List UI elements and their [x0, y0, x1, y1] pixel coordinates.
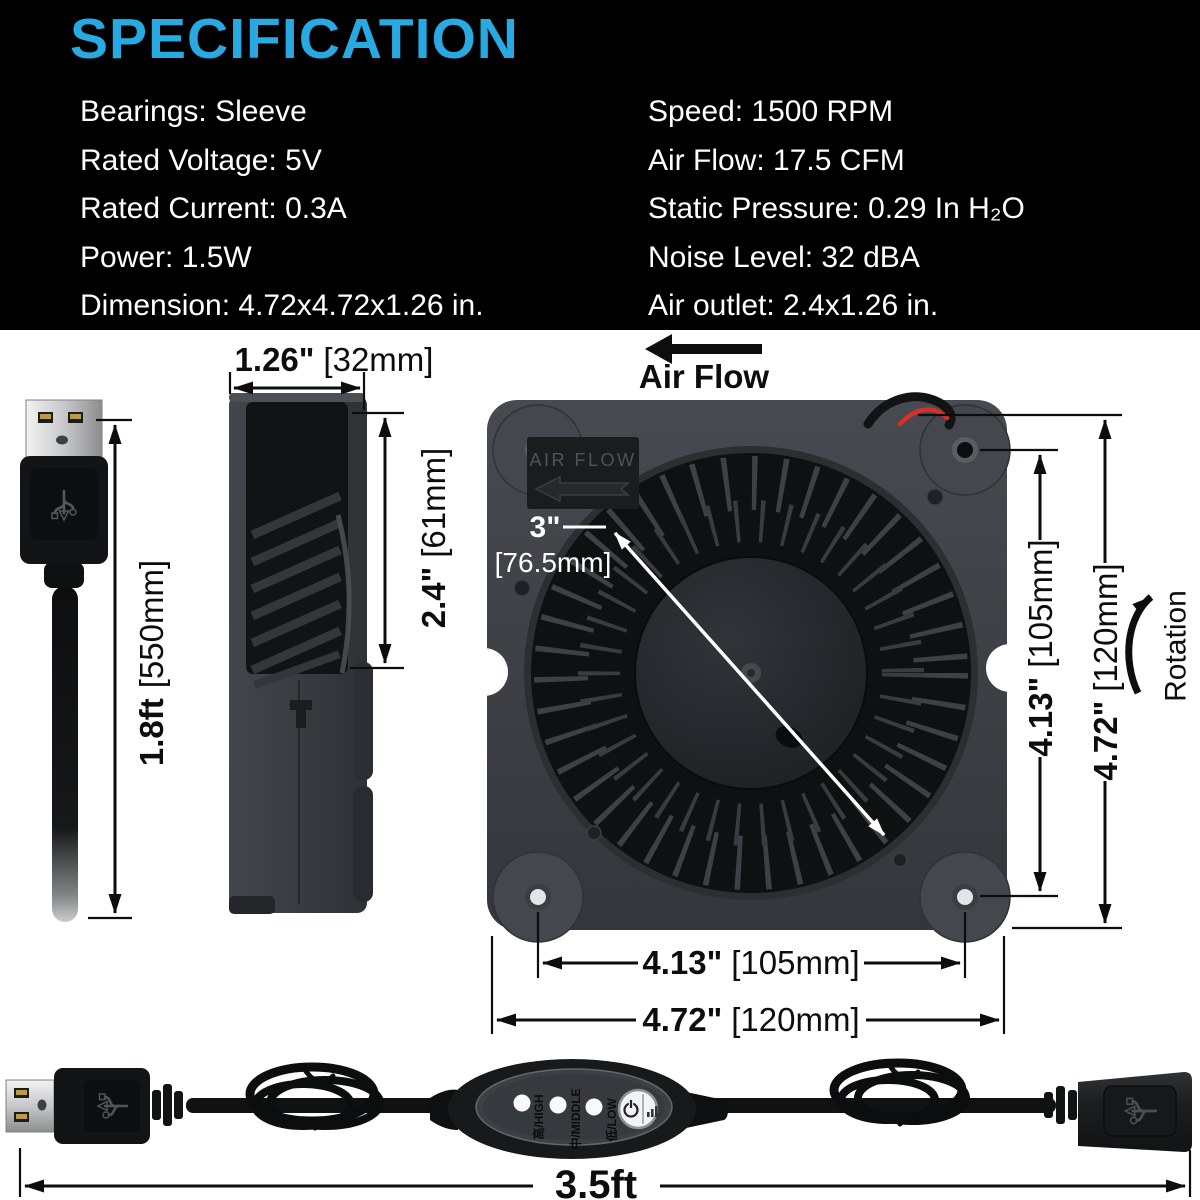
- spec-air-flow: Air Flow: 17.5 CFM: [648, 143, 905, 177]
- spec-columns: Bearings: Sleeve Rated Voltage: 5V Rated…: [80, 88, 1200, 331]
- holes-vertical-label: 4.13"[105mm]: [1022, 539, 1059, 756]
- total-length-label: 3.5ft: [555, 1163, 637, 1200]
- usb-plug-left: [5, 1068, 183, 1144]
- dimension-cable-length: 1.8ft[550mm]: [88, 418, 170, 920]
- speed-controller: 高/HIGH 中/MIDDLE 低/LOW: [430, 1059, 728, 1159]
- power-icon: [623, 1099, 639, 1118]
- dimension-holes-horizontal: 4.13"[105mm]: [536, 912, 967, 981]
- spec-bearings: Bearings: Sleeve: [80, 95, 307, 128]
- holes-horizontal-label: 4.13"[105mm]: [642, 944, 859, 981]
- spec-list-left: Bearings: Sleeve Rated Voltage: 5V Rated…: [80, 88, 648, 331]
- usb-socket-right: [1044, 1072, 1192, 1152]
- power-button[interactable]: [617, 1088, 659, 1130]
- dimension-outlet-height: 2.4"[61mm]: [350, 411, 452, 670]
- led-low: [585, 1098, 603, 1116]
- air-flow-direction: Air Flow: [639, 334, 769, 395]
- fan-front-view: AIR FLOW: [460, 392, 1034, 943]
- spec-static-pressure: Static Pressure: 0.29 In H₂O: [648, 192, 1025, 225]
- led-middle: [549, 1096, 567, 1114]
- usb-cable-vertical: [52, 586, 78, 922]
- banner-title: SPECIFICATION: [70, 7, 519, 71]
- dimension-side-width: 1.26"[32mm]: [228, 341, 434, 410]
- usb-plug-top: [20, 399, 108, 922]
- rotation-indicator: Rotation: [1125, 590, 1193, 702]
- fan-side-view: [229, 393, 373, 914]
- speed-bars-icon: [647, 1106, 658, 1117]
- cable-assembly: 高/HIGH 中/MIDDLE 低/LOW: [5, 1058, 1192, 1200]
- rotation-label: Rotation: [1160, 590, 1193, 702]
- impeller-blades: [534, 456, 968, 890]
- air-flow-plate-label: AIR FLOW: [529, 450, 636, 470]
- dimension-frame-vertical: 4.72"[120mm]: [918, 413, 1124, 930]
- dimension-frame-horizontal: 4.72"[120mm]: [490, 936, 1006, 1038]
- cable-coil-right: [829, 1058, 970, 1127]
- spec-rated-current: Rated Current: 0.3A: [80, 192, 347, 225]
- label-high: 高/HIGH: [531, 1094, 546, 1139]
- frame-horizontal-label: 4.72"[120mm]: [642, 1001, 859, 1038]
- spec-rated-voltage: Rated Voltage: 5V: [80, 143, 322, 177]
- air-flow-label: Air Flow: [639, 358, 769, 395]
- cable-length-label: 1.8ft[550mm]: [133, 560, 170, 766]
- face-screws: [513, 488, 944, 868]
- dimension-total-length: 3.5ft: [18, 1148, 1192, 1200]
- side-width-label: 1.26"[32mm]: [235, 341, 434, 378]
- spec-power: Power: 1.5W: [80, 240, 252, 274]
- led-high: [513, 1094, 531, 1112]
- cable-coil-left: [245, 1062, 384, 1131]
- outlet-height-label: 2.4"[61mm]: [415, 448, 452, 629]
- spec-noise-level: Noise Level: 32 dBA: [648, 240, 920, 274]
- air-flow-arrow-icon: [645, 334, 762, 364]
- plate-arrow-icon: [534, 475, 631, 503]
- outlet-fins: [250, 491, 342, 689]
- spec-speed: Speed: 1500 RPM: [648, 95, 894, 128]
- dimension-holes-vertical: 4.13"[105mm]: [980, 448, 1059, 898]
- label-middle: 中/MIDDLE: [568, 1088, 583, 1149]
- spec-list-right: Speed: 1500 RPM Air Flow: 17.5 CFM Stati…: [648, 88, 1025, 331]
- label-low: 低/LOW: [604, 1098, 619, 1143]
- spec-dimension: Dimension: 4.72x4.72x1.26 in.: [80, 289, 484, 322]
- spec-air-outlet: Air outlet: 2.4x1.26 in.: [648, 289, 939, 322]
- dimension-impeller: 3" [76.5mm]: [495, 511, 886, 837]
- impeller-mm-label: [76.5mm]: [495, 547, 612, 578]
- spec-banner: SPECIFICATION Bearings: Sleeve Rated Vol…: [0, 0, 1200, 330]
- impeller-in-label: 3": [530, 511, 561, 544]
- frame-vertical-label: 4.72"[120mm]: [1087, 563, 1124, 780]
- air-flow-plate: AIR FLOW: [527, 437, 639, 509]
- rotation-arrow-icon: [1125, 594, 1154, 695]
